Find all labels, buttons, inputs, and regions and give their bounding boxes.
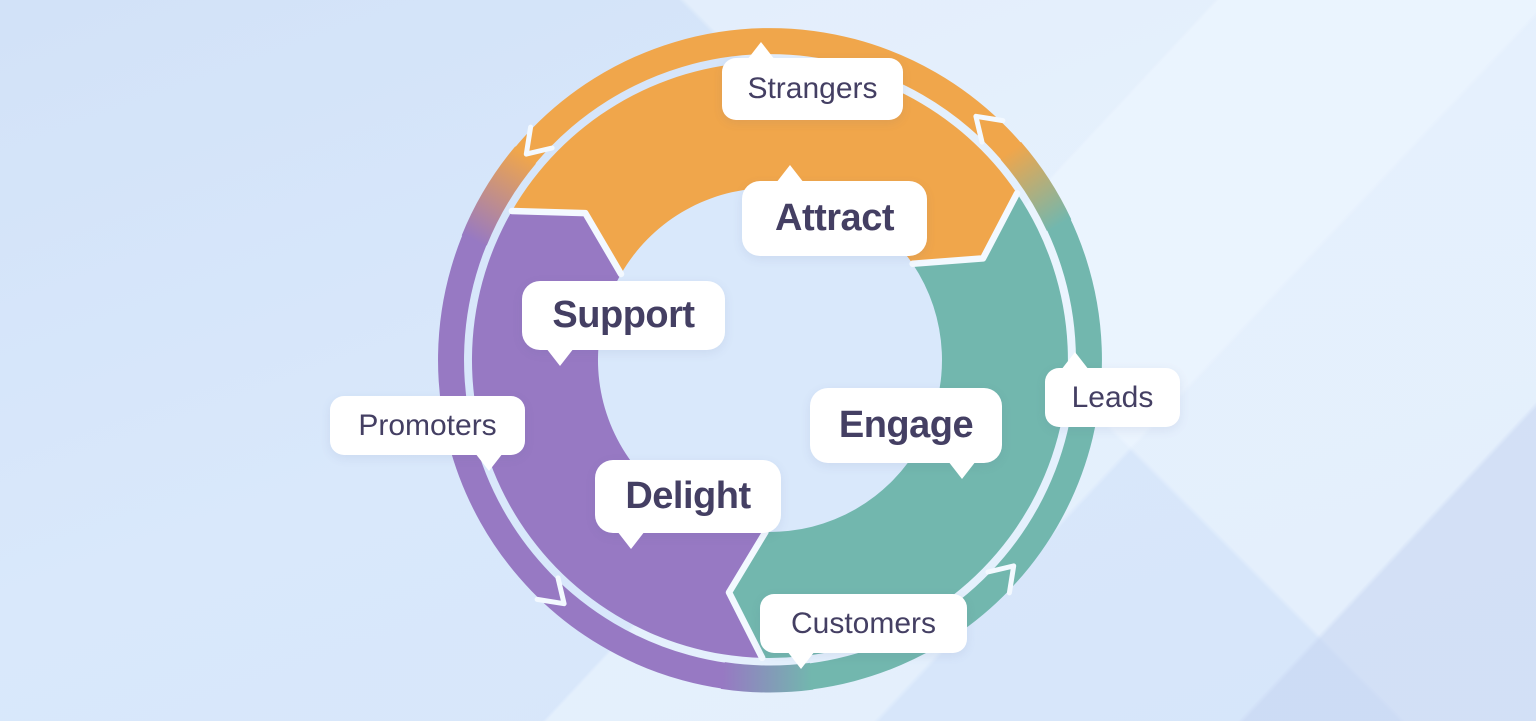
outer-ring-notch-sw [534, 575, 567, 607]
outer-ring-notch-se [985, 563, 1017, 596]
label-pill-engage: Engage [810, 388, 1002, 479]
outer-ring-blend-teal-purple [720, 662, 814, 693]
label-pill-promoters: Promoters [330, 396, 525, 471]
pointer-down [617, 531, 645, 549]
action-label-attract: Attract [775, 197, 894, 239]
label-pill-leads: Leads [1045, 352, 1180, 427]
pointer-down [546, 348, 574, 366]
stage-label-customers: Customers [790, 606, 937, 640]
pointer-up [747, 42, 775, 60]
segment-divider-edge [909, 190, 1021, 268]
segment-divider-edge [508, 207, 625, 278]
label-pill-customers: Customers [760, 594, 967, 669]
outer-ring-blend-orange-teal [1000, 141, 1072, 232]
stage-label-promoters: Promoters [358, 408, 497, 442]
pointer-down [787, 651, 815, 669]
label-pill-attract: Attract [742, 165, 927, 256]
segment-engage [729, 193, 1068, 659]
outer-ring [438, 28, 1102, 693]
pointer-down [475, 453, 503, 471]
pointer-up [776, 165, 804, 183]
label-pill-support: Support [522, 281, 725, 366]
segment-dividers [508, 190, 1021, 662]
outer-ring-notch-ne [973, 113, 1006, 145]
outer-ring-delight [438, 189, 768, 692]
label-pill-strangers: Strangers [722, 42, 903, 120]
action-label-engage: Engage [838, 404, 974, 446]
outer-ring-attract [485, 28, 1049, 203]
segment-divider-edge [725, 528, 769, 662]
pointer-up [1061, 352, 1089, 370]
action-label-delight: Delight [625, 475, 751, 517]
pointer-down [948, 461, 976, 479]
action-label-support: Support [552, 294, 695, 336]
outer-ring-notch-nw [523, 124, 555, 157]
stage-label-leads: Leads [1071, 380, 1154, 414]
stage-label-strangers: Strangers [747, 72, 878, 105]
outer-ring-blend-purple-orange [461, 146, 537, 246]
label-pill-delight: Delight [595, 460, 781, 549]
outer-ring-engage [767, 179, 1102, 693]
